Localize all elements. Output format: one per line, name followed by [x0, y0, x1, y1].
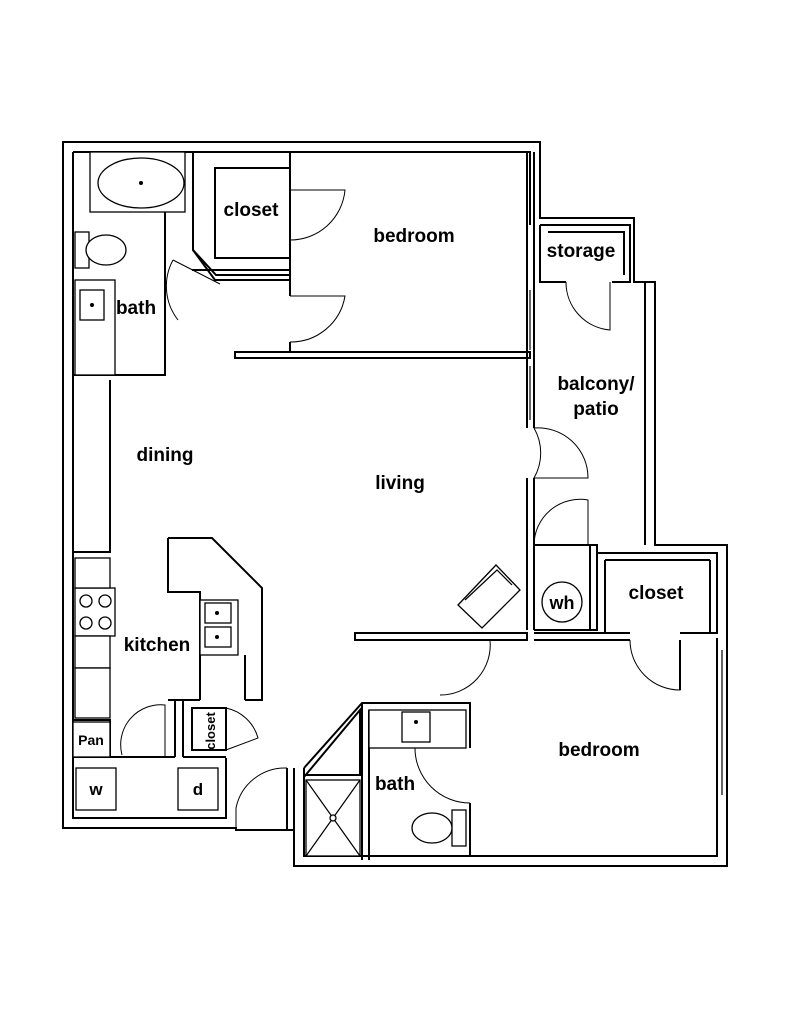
- label-bedroom-top: bedroom: [373, 226, 454, 247]
- label-water-heater: wh: [549, 593, 575, 613]
- stove: [74, 587, 116, 637]
- label-living: living: [375, 473, 425, 494]
- label-bath-top: bath: [116, 298, 156, 319]
- label-storage: storage: [547, 241, 616, 262]
- label-bedroom-bottom: bedroom: [558, 740, 639, 761]
- label-closet-small: closet: [203, 712, 218, 750]
- pantry: [72, 721, 111, 758]
- label-closet-right: closet: [629, 583, 685, 604]
- windows: [529, 160, 723, 795]
- label-dining: dining: [137, 445, 194, 466]
- label-closet-top: closet: [224, 200, 280, 221]
- washer: [75, 767, 117, 811]
- counter-left-top: [74, 557, 111, 589]
- toilet-tank-bottom: [451, 809, 467, 847]
- fixtures: [72, 151, 583, 857]
- label-kitchen: kitchen: [124, 635, 191, 656]
- label-balcony-line1: balcony/: [557, 374, 635, 395]
- doors: [120, 189, 681, 828]
- label-balcony-line2: patio: [573, 399, 618, 420]
- counter-left-mid: [74, 635, 111, 669]
- label-bath-bottom: bath: [375, 774, 415, 795]
- counter-left-low: [74, 667, 111, 719]
- water-heater: [541, 581, 583, 623]
- toilet-bowl-top: [85, 234, 127, 266]
- fireplace: [457, 564, 521, 629]
- label-washer: w: [88, 780, 103, 799]
- sink-bottom: [401, 711, 431, 743]
- toilet-bowl-bottom: [411, 812, 453, 844]
- label-pantry: Pan: [78, 732, 104, 748]
- room-labels: closet bedroom storage bath balcony/ pat…: [78, 200, 684, 799]
- label-dryer: d: [193, 780, 203, 799]
- dryer: [177, 767, 219, 811]
